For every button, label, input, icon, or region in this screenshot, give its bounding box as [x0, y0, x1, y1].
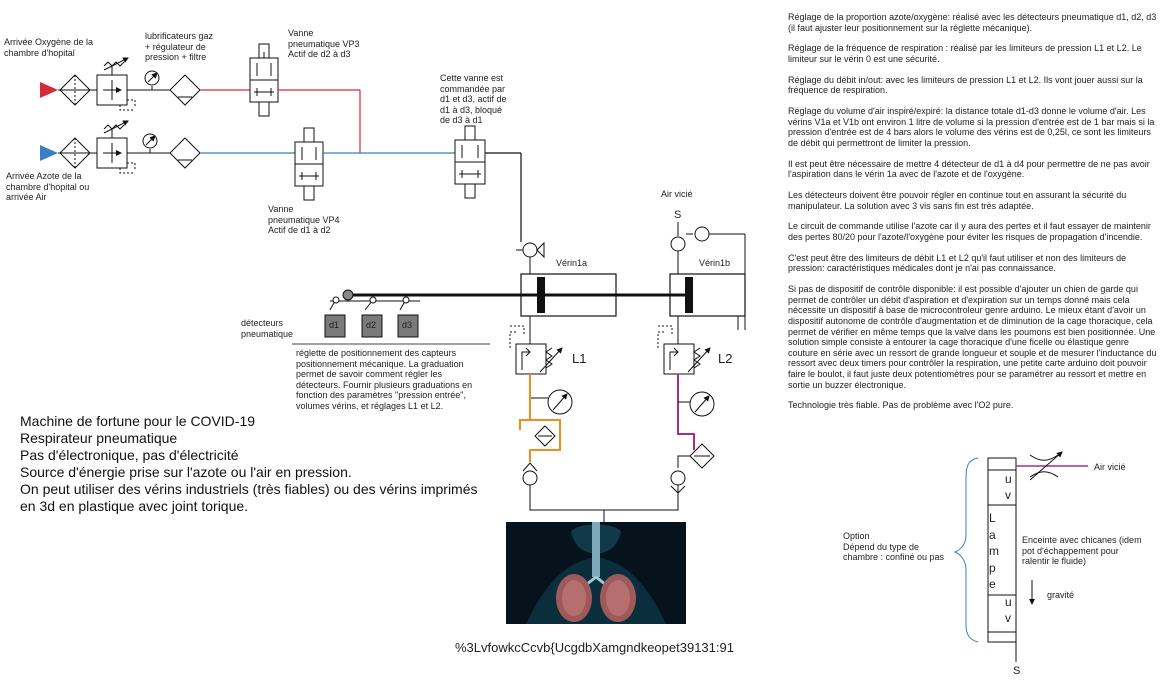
oxygen-lubricator-icon: [169, 74, 201, 106]
lampe-letter: L: [989, 511, 996, 525]
summary-line: en 3d en plastique avec joint torique.: [20, 498, 249, 514]
oxygen-inlet-arrow-icon: [40, 82, 58, 98]
nitrogen-inlet-label: Arrivée Azote de la chambre d'hopital ou…: [6, 171, 90, 202]
valve-vp3: [249, 43, 279, 117]
valve-vp4: [294, 127, 324, 201]
nitrogen-supply-chain: [40, 120, 295, 174]
note-paragraph: Les détecteurs doivent être pouvoir régl…: [788, 190, 1127, 211]
L1-label: L1: [572, 351, 587, 366]
rod-end-icon: [342, 289, 354, 301]
gravite-label: gravité: [1047, 590, 1075, 600]
l2-manometer-icon: [678, 391, 715, 417]
detectors-group: [292, 296, 490, 345]
note-paragraph: Réglage de la proportion azote/oxygène: …: [788, 12, 1157, 33]
reglette-label: réglette de positionnement des capteurs …: [296, 348, 473, 411]
d2-label: d2: [366, 320, 377, 330]
air-vicie-right-label: Air vicié: [1094, 462, 1126, 472]
nitrogen-filter-icon: [59, 137, 91, 169]
exhaust-enclosure: [953, 451, 1088, 662]
u-label-bottom: u: [1005, 595, 1012, 609]
air-vicie-top-label: Air vicié: [661, 189, 693, 199]
note-paragraph: Technologie très fiable. Pas de problème…: [788, 400, 1014, 411]
verin1a-label: Vérin1a: [556, 258, 588, 268]
summary-line: Pas d'électronique, pas d'électricité: [20, 447, 239, 463]
note-paragraph: Réglage du volume d'air inspiré/expiré: …: [788, 106, 1155, 148]
option-label: Option Dépend du type de chambre : confi…: [843, 531, 945, 562]
u-label-top: u: [1005, 472, 1012, 486]
detector-d1: [324, 296, 346, 338]
check-valve-l2-icon: [670, 470, 686, 500]
oxygen-filter-icon: [59, 74, 91, 106]
command-valve: [454, 125, 486, 199]
nitrogen-regulator-icon: [96, 120, 136, 174]
note-paragraph: Réglage de la fréquence de respiration :…: [788, 43, 1142, 64]
s-top-label: S: [674, 209, 682, 221]
nitrogen-lubricator-icon: [169, 137, 201, 169]
detector-d3: [397, 296, 419, 338]
note-paragraph: Réglage du débit in/out: avec les limite…: [788, 74, 1143, 96]
code-text: %3LvfowkcCcvb{UcgdbXamgndkeopet39131:91: [455, 640, 734, 655]
d1-label: d1: [329, 320, 340, 330]
limiter-L1: [509, 325, 563, 375]
command-valve-label: Cette vanne est commandée par d1 et d3, …: [440, 73, 507, 125]
nitrogen-inlet-arrow-icon: [40, 145, 58, 161]
oxygen-supply-chain: [40, 57, 250, 111]
valve-vp3-label: Vanne pneumatique VP3 Actif de d2 à d3: [288, 28, 360, 59]
v-label-bottom: v: [1005, 611, 1011, 625]
summary-block: Machine de fortune pour le COVID-19 Resp…: [20, 413, 500, 515]
nitrogen-manometer-icon: [142, 133, 158, 153]
oxygen-inlet-label: Arrivée Oxygène de la chambre d'hopital: [4, 37, 94, 58]
notes-column: Réglage de la proportion azote/oxygène: …: [788, 12, 1160, 421]
lubricators-label: lubrificateurs gaz + régulateur de press…: [145, 31, 214, 62]
note-paragraph: Il est peut être nécessaire de mettre 4 …: [788, 158, 1150, 180]
l1-manometer-icon: [530, 389, 573, 415]
lampe-letter: m: [989, 544, 999, 558]
lungs-illustration: [506, 522, 686, 624]
lampe-letter: a: [989, 527, 996, 542]
note-paragraph: Le circuit de commande utilise l'azote c…: [788, 221, 1151, 243]
summary-line: On peut utiliser des vérins industriels …: [20, 481, 478, 497]
summary-line: Respirateur pneumatique: [20, 430, 178, 446]
l2-filter-icon: [689, 443, 715, 469]
limiter-L2: [657, 325, 711, 375]
summary-line: Source d'énergie prise sur l'azote ou l'…: [20, 464, 352, 480]
oxygen-regulator-icon: [96, 57, 136, 111]
verin1b-exhaust: [670, 222, 746, 330]
lampe-vertical: L a m p e: [989, 510, 999, 593]
L2-label: L2: [718, 351, 733, 366]
d3-label: d3: [402, 320, 413, 330]
l1-filter-icon: [534, 425, 556, 447]
check-valve-1a-icon: [516, 241, 545, 275]
detectors-label: détecteurs pneumatique: [241, 318, 294, 339]
s-bottom-label: S: [1013, 665, 1021, 677]
enceinte-label: Enceinte avec chicanes (idem pot d'échap…: [1022, 535, 1142, 566]
oxygen-manometer-icon: [144, 70, 160, 90]
lampe-letter: e: [989, 577, 996, 591]
valve-vp4-label: Vanne pneumatique VP4 Actif de d1 à d2: [268, 204, 340, 235]
summary-line: Machine de fortune pour le COVID-19: [20, 413, 256, 429]
detector-d2: [361, 296, 383, 338]
lampe-letter: p: [989, 560, 996, 575]
note-paragraph: C'est peut être des limiteurs de débit L…: [788, 252, 1127, 274]
v-label-top: v: [1005, 488, 1011, 502]
note-paragraph: Si pas de dispositif de contrôle disponi…: [788, 284, 1157, 390]
check-valve-l1-icon: [522, 462, 538, 500]
verin1b-label: Vérin1b: [699, 258, 731, 268]
